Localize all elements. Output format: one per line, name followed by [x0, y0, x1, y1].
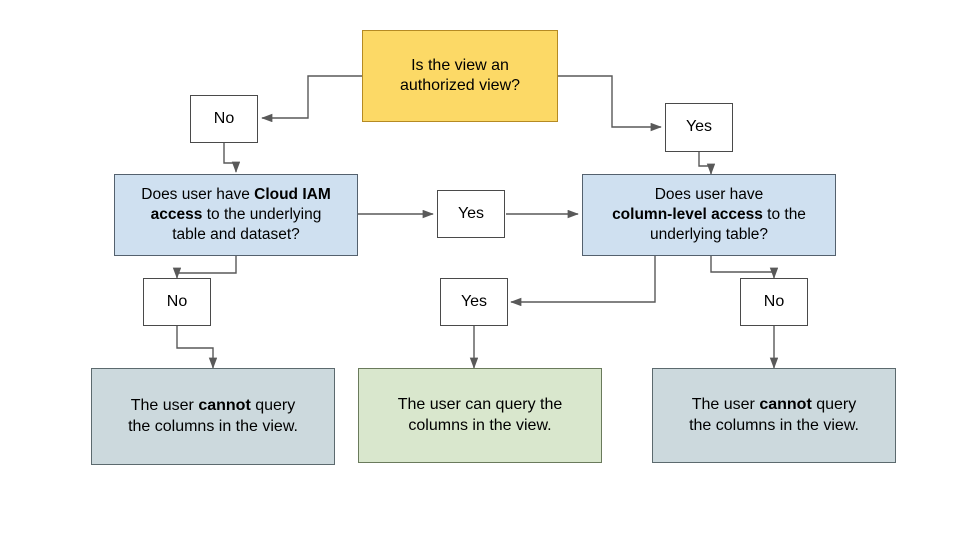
edge-no-to-cloudiam: [223, 143, 241, 173]
edge-authorized-to-yes: [558, 75, 662, 132]
label-yes-lower-text: Yes: [460, 292, 488, 310]
label-no-left-text: No: [166, 292, 188, 310]
label-yes-middle[interactable]: Yes: [437, 190, 505, 238]
edge-cloudiam-to-noleft: [172, 256, 237, 279]
label-no-top[interactable]: No: [190, 95, 258, 143]
label-yes-middle-text: Yes: [457, 204, 485, 222]
label-no-left[interactable]: No: [143, 278, 211, 326]
edge-noleft-to-outcome: [176, 325, 218, 369]
edge-columnlevel-to-yeslower: [510, 256, 656, 307]
label-no-right-text: No: [763, 292, 785, 310]
edge-columnlevel-to-noright: [710, 256, 779, 279]
label-yes-lower[interactable]: Yes: [440, 278, 508, 326]
label-yes-top[interactable]: Yes: [665, 103, 733, 152]
edge-yes-to-columnlevel: [698, 152, 716, 175]
label-no-right[interactable]: No: [740, 278, 808, 326]
edge-authorized-to-no: [261, 75, 362, 123]
label-no-top-text: No: [213, 109, 235, 127]
label-yes-top-text: Yes: [685, 118, 713, 136]
